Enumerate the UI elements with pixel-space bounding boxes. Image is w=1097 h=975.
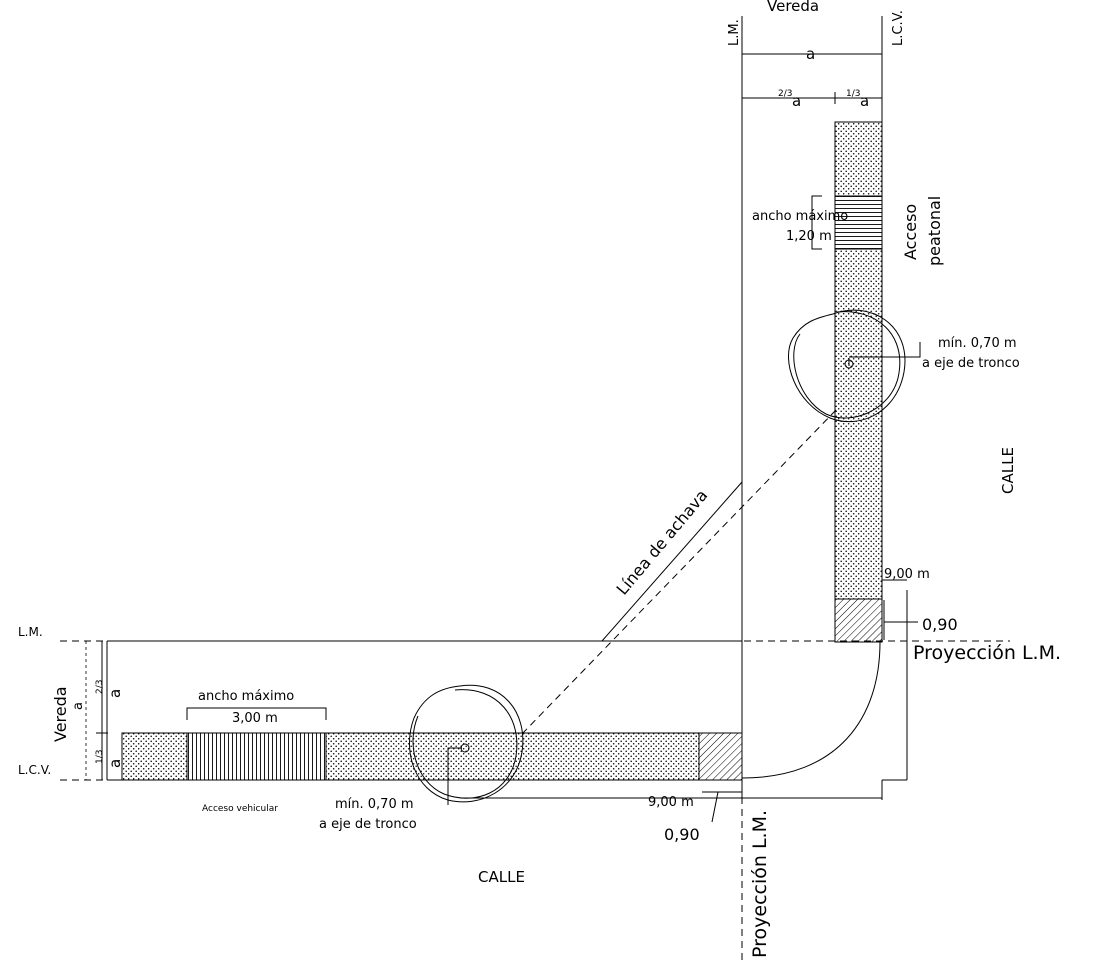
tree-circle-left [408, 684, 524, 803]
label-vereda-left: Vereda [51, 686, 70, 742]
leader-min070-right [849, 342, 921, 358]
label-acceso: Acceso [901, 204, 920, 260]
label-vereda-top: Vereda [767, 0, 819, 15]
label-two-thirds-a-top: a [792, 92, 801, 110]
label-ancho-veh-value: 3,00 m [232, 711, 278, 726]
corner-curb-arc [741, 641, 881, 779]
label-ancho-maximo-veh: ancho máximo [198, 689, 294, 704]
veh-access-bracket [186, 707, 327, 720]
label-eje-tronco-left: a eje de tronco [319, 817, 417, 832]
frac-1-3-left: 1/3 [95, 750, 105, 764]
ped-access-bracket [811, 195, 822, 250]
label-lcv-top: L.C.V. [891, 10, 906, 46]
label-ancho-ped-value: 1,20 m [786, 229, 832, 244]
label-eje-tronco-right: a eje de tronco [922, 356, 1020, 371]
linea-achava-solid [601, 481, 743, 642]
label-calle-bottom: CALLE [478, 868, 525, 886]
corner-hatch-horizontal [698, 732, 743, 781]
label-a-top: a [806, 45, 815, 63]
pedestrian-access-hatch [834, 195, 883, 250]
vehicle-access-hatch [186, 732, 327, 781]
label-two-thirds-a-left: a [106, 689, 124, 698]
label-acceso-vehicular: Acceso vehicular [202, 804, 278, 814]
label-900-bottom: 9,00 m [648, 795, 694, 810]
label-one-third-a-top: a [860, 92, 869, 110]
horizontal-sidewalk [60, 640, 1010, 960]
frac-2-3-top: 2/3 [778, 89, 792, 99]
leader-min070-left [447, 747, 462, 805]
label-proyeccion-lm-bottom: Proyección L.M. [749, 810, 771, 958]
label-a-left: a [71, 702, 86, 710]
label-lm-left: L.M. [18, 625, 43, 639]
tree-circle-right [788, 309, 906, 423]
label-min070-left: mín. 0,70 m [335, 797, 414, 812]
label-peatonal: peatonal [925, 196, 944, 266]
label-one-third-a-left: a [106, 759, 124, 768]
frac-1-3-top: 1/3 [846, 89, 860, 99]
label-090-right: 0,90 [922, 615, 958, 634]
label-900-right: 9,00 m [884, 567, 930, 582]
frac-2-3-left: 2/3 [95, 680, 105, 694]
label-lcv-left: L.C.V. [18, 763, 51, 777]
label-proyeccion-lm-right: Proyección L.M. [913, 642, 1061, 664]
linea-achava-dashed [519, 409, 837, 737]
label-calle-right: CALLE [999, 447, 1017, 494]
label-linea-achava: Línea de achava [613, 486, 712, 599]
label-lm-top: L.M. [727, 19, 742, 46]
label-min070-right: mín. 0,70 m [938, 336, 1017, 351]
corner-hatch-vertical [834, 598, 883, 643]
vertical-sidewalk [741, 16, 921, 798]
label-ancho-maximo-ped: ancho máximo [752, 209, 848, 224]
label-090-bottom: 0,90 [664, 825, 700, 844]
